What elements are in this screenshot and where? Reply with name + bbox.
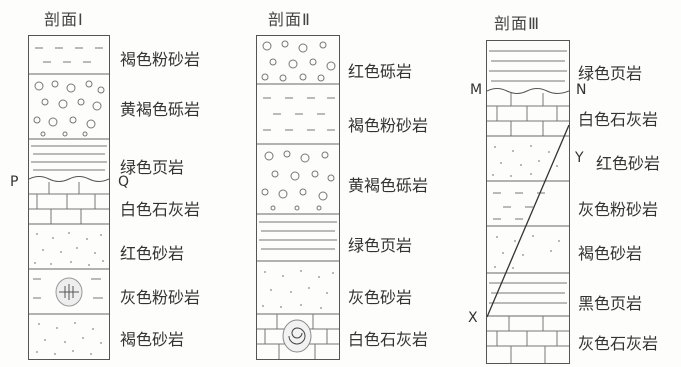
section-1-column bbox=[28, 35, 110, 360]
layer-silt bbox=[35, 47, 103, 63]
layer-shale bbox=[31, 145, 107, 171]
layer-limestone bbox=[487, 93, 569, 136]
section-3-layer-7-label: 灰色石灰岩 bbox=[578, 334, 659, 353]
marker-x: X bbox=[468, 310, 478, 326]
section-1-layer-4-label: 白色石灰岩 bbox=[120, 200, 201, 219]
fault-line-xy bbox=[487, 124, 569, 318]
layer-sandstone bbox=[492, 145, 558, 177]
section-1-layer-3-label: 绿色页岩 bbox=[120, 158, 185, 177]
section-2-layer-6-label: 白色石灰岩 bbox=[348, 330, 429, 349]
layer-limestone bbox=[29, 182, 109, 224]
section-3-layer-1-label: 绿色页岩 bbox=[578, 64, 643, 83]
section-1-title: 剖面Ⅰ bbox=[44, 10, 84, 29]
section-1-layer-7-label: 褐色砂岩 bbox=[120, 330, 185, 349]
unconformity-mn bbox=[487, 88, 569, 94]
trilobite-fossil-icon bbox=[59, 284, 79, 300]
section-3-layer-2-label: 白色石灰岩 bbox=[578, 110, 659, 129]
marker-y: Y bbox=[575, 150, 584, 166]
layer-sandstone bbox=[34, 232, 104, 266]
section-1-layer-2-label: 黄褐色砾岩 bbox=[120, 100, 201, 119]
marker-m: M bbox=[470, 82, 483, 98]
layer-silt-fossil bbox=[33, 277, 103, 307]
section-3-layer-3-label: 红色砂岩 bbox=[596, 154, 661, 173]
section-2-layer-2-label: 褐色粉砂岩 bbox=[348, 116, 429, 135]
layer-conglomerate bbox=[261, 40, 336, 82]
marker-q: Q bbox=[118, 174, 130, 190]
section-2-layer-5-label: 灰色砂岩 bbox=[348, 288, 413, 307]
layer-shale bbox=[259, 221, 337, 250]
section-2-layer-1-label: 红色砾岩 bbox=[348, 62, 413, 81]
section-2-title: 剖面Ⅱ bbox=[268, 10, 311, 29]
section-1-layer-1-label: 褐色粉砂岩 bbox=[120, 50, 201, 69]
section-3-strata bbox=[487, 50, 569, 363]
section-3-layer-6-label: 黑色页岩 bbox=[578, 294, 643, 313]
section-3-layer-5-label: 褐色砂岩 bbox=[578, 244, 643, 263]
section-3-title: 剖面Ⅲ bbox=[494, 14, 541, 33]
layer-sandstone-2 bbox=[494, 235, 560, 269]
section-2-column bbox=[256, 35, 340, 360]
layer-conglomerate bbox=[33, 80, 105, 137]
section-2-layer-3-label: 黄褐色砾岩 bbox=[348, 176, 429, 195]
layer-silt bbox=[263, 97, 335, 131]
section-1-strata bbox=[29, 47, 109, 355]
marker-p: P bbox=[10, 174, 19, 190]
section-3-column bbox=[486, 40, 570, 364]
section-1-layer-6-label: 灰色粉砂岩 bbox=[120, 288, 201, 307]
section-2-layer-4-label: 绿色页岩 bbox=[348, 236, 413, 255]
ammonite-fossil-icon bbox=[288, 327, 306, 345]
layer-silt bbox=[493, 192, 545, 220]
layer-conglomerate-2 bbox=[261, 150, 335, 211]
section-1-layer-5-label: 红色砂岩 bbox=[120, 244, 185, 263]
marker-n: N bbox=[576, 82, 587, 98]
unconformity-pq bbox=[29, 176, 109, 182]
layer-sandstone bbox=[262, 270, 334, 309]
section-2-strata bbox=[257, 40, 339, 359]
layer-limestone-2 bbox=[487, 316, 569, 363]
section-3-layer-4-label: 灰色粉砂岩 bbox=[578, 200, 659, 219]
layer-sandstone-2 bbox=[36, 322, 102, 355]
layer-shale bbox=[489, 50, 567, 82]
